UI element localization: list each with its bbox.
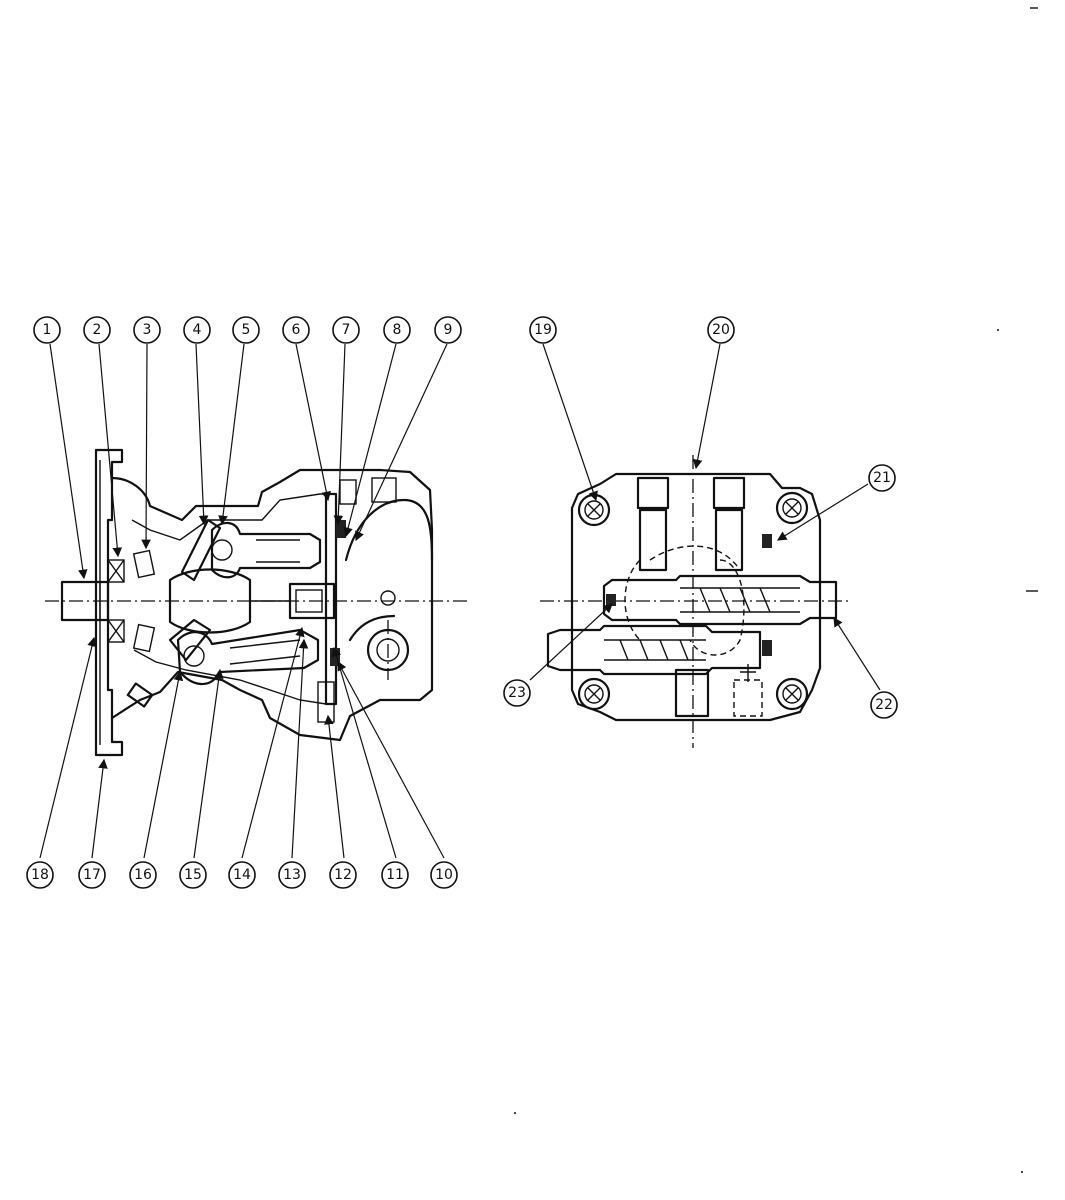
callout-5: 5 xyxy=(232,316,260,344)
callout-12: 12 xyxy=(329,861,357,889)
svg-text:19: 19 xyxy=(534,322,552,338)
cylinder-block xyxy=(288,582,336,620)
svg-text:13: 13 xyxy=(283,867,301,883)
callout-22: 22 xyxy=(870,691,898,719)
callout-17: 17 xyxy=(78,861,106,889)
drain-plug xyxy=(126,682,154,708)
callout-4: 4 xyxy=(183,316,211,344)
callout-23: 23 xyxy=(503,679,531,707)
mounting-bolt-icon xyxy=(775,677,809,711)
port-b xyxy=(712,476,746,510)
callout-2: 2 xyxy=(83,316,111,344)
callout-20: 20 xyxy=(707,316,735,344)
svg-text:10: 10 xyxy=(435,867,453,883)
control-section-view xyxy=(540,455,850,748)
control-spool-upper xyxy=(602,574,838,626)
svg-text:22: 22 xyxy=(875,697,893,713)
svg-text:15: 15 xyxy=(184,867,202,883)
callout-7: 7 xyxy=(332,316,360,344)
callout-1: 1 xyxy=(33,316,61,344)
callout-21: 21 xyxy=(868,464,896,492)
control-housing xyxy=(570,472,822,722)
svg-text:18: 18 xyxy=(31,867,49,883)
svg-text:20: 20 xyxy=(712,322,730,338)
front-bearing xyxy=(107,559,125,583)
callout-6: 6 xyxy=(282,316,310,344)
svg-text:23: 23 xyxy=(508,685,526,701)
svg-text:2: 2 xyxy=(93,322,102,338)
svg-text:4: 4 xyxy=(193,322,202,338)
svg-text:9: 9 xyxy=(444,322,453,338)
port-a xyxy=(636,476,670,510)
cylinder-drive xyxy=(168,568,252,634)
callout-14: 14 xyxy=(228,861,256,889)
leader-lines xyxy=(39,343,881,859)
callout-bubbles-right: 19 20 21 22 23 xyxy=(503,316,898,719)
svg-text:11: 11 xyxy=(386,867,404,883)
callout-18: 18 xyxy=(26,861,54,889)
callout-bubbles-left-top: 1 2 3 4 5 6 7 8 9 xyxy=(33,316,462,344)
piston-lower xyxy=(176,628,320,686)
svg-text:17: 17 xyxy=(83,867,101,883)
callout-3: 3 xyxy=(133,316,161,344)
end-cover-upper-port xyxy=(344,498,434,562)
pump-housing xyxy=(110,468,434,742)
svg-text:1: 1 xyxy=(43,322,52,338)
svg-text:16: 16 xyxy=(134,867,152,883)
svg-text:5: 5 xyxy=(242,322,251,338)
piston-upper xyxy=(210,521,322,579)
svg-text:7: 7 xyxy=(342,322,351,338)
svg-text:12: 12 xyxy=(334,867,352,883)
svg-text:6: 6 xyxy=(292,322,301,338)
svg-text:21: 21 xyxy=(873,470,891,486)
callout-10: 10 xyxy=(430,861,458,889)
callout-8: 8 xyxy=(383,316,411,344)
mounting-flange xyxy=(94,448,124,757)
callout-16: 16 xyxy=(129,861,157,889)
mounting-bolt-icon xyxy=(577,493,611,527)
mounting-bolt-icon xyxy=(577,677,611,711)
callout-13: 13 xyxy=(278,861,306,889)
callout-19: 19 xyxy=(529,316,557,344)
callout-9: 9 xyxy=(434,316,462,344)
svg-text:3: 3 xyxy=(143,322,152,338)
swash-plate xyxy=(180,518,222,582)
svg-text:8: 8 xyxy=(393,322,402,338)
callout-11: 11 xyxy=(381,861,409,889)
svg-text:14: 14 xyxy=(233,867,251,883)
longitudinal-section-view xyxy=(45,448,470,757)
mounting-bolt-icon xyxy=(775,491,809,525)
callout-15: 15 xyxy=(179,861,207,889)
callout-bubbles-left-bottom: 18 17 16 15 14 13 12 11 10 xyxy=(26,861,458,889)
control-spool-lower xyxy=(546,624,762,676)
